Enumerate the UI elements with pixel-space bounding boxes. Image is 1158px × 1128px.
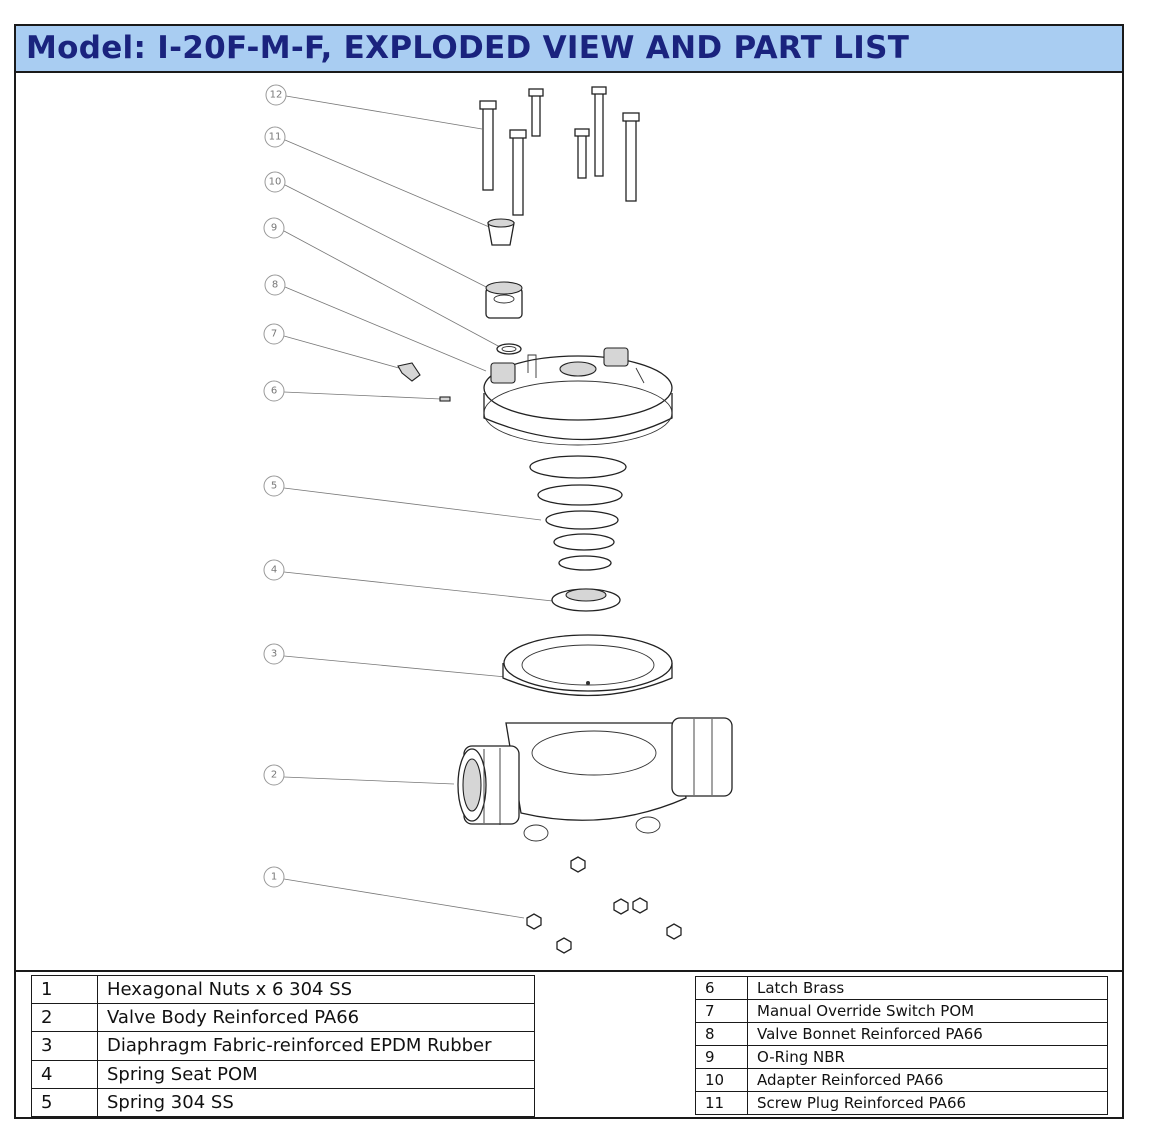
callout-9: 9 xyxy=(263,217,501,348)
callout-3-label: 3 xyxy=(271,649,277,660)
callout-11-label: 11 xyxy=(269,132,282,143)
callout-3: 3 xyxy=(263,643,507,678)
callout-4: 4 xyxy=(263,559,563,603)
callout-11: 11 xyxy=(264,126,495,230)
callout-12: 12 xyxy=(265,84,483,130)
part-description: Manual Override Switch POM xyxy=(747,999,1108,1023)
table-row: 10 Adapter Reinforced PA66 xyxy=(695,1068,1108,1092)
part-description: Hexagonal Nuts x 6 304 SS xyxy=(97,974,535,1005)
screw-plug-part-11 xyxy=(487,218,515,246)
valve-body-part-2 xyxy=(457,717,733,842)
part-number: 4 xyxy=(31,1059,98,1089)
part-description: Adapter Reinforced PA66 xyxy=(747,1068,1108,1092)
table-row: 8 Valve Bonnet Reinforced PA66 xyxy=(695,1022,1108,1046)
o-ring-part-9 xyxy=(496,343,522,355)
part-number: 1 xyxy=(31,974,98,1005)
table-row: 3 Diaphragm Fabric-reinforced EPDM Rubbe… xyxy=(31,1031,535,1061)
part-number: 6 xyxy=(695,976,748,1000)
part-description: Screw Plug Reinforced PA66 xyxy=(747,1091,1108,1115)
part-description: Spring 304 SS xyxy=(97,1087,535,1117)
part-description: O-Ring NBR xyxy=(747,1045,1108,1069)
part-number: 7 xyxy=(695,999,748,1023)
manual-override-switch-part-7 xyxy=(397,362,421,382)
hexagonal-nuts-part-1 xyxy=(526,856,682,954)
part-description: Valve Bonnet Reinforced PA66 xyxy=(747,1022,1108,1046)
table-row: 6 Latch Brass xyxy=(695,976,1108,1000)
table-row: 7 Manual Override Switch POM xyxy=(695,999,1108,1023)
part-description: Diaphragm Fabric-reinforced EPDM Rubber xyxy=(97,1031,535,1061)
exploded-view-drawing: 12 11 xyxy=(16,73,1122,970)
part-description: Latch Brass xyxy=(747,976,1108,1000)
part-number: 9 xyxy=(695,1045,748,1069)
callout-5: 5 xyxy=(263,475,542,521)
bolts-part-12 xyxy=(479,86,640,216)
latch-part-6 xyxy=(439,396,451,402)
part-description: Valve Body Reinforced PA66 xyxy=(97,1003,535,1033)
table-row: 11 Screw Plug Reinforced PA66 xyxy=(695,1091,1108,1115)
title-bar: Model: I-20F-M-F, EXPLODED VIEW AND PART… xyxy=(16,26,1122,73)
callout-1-label: 1 xyxy=(271,872,277,883)
spring-seat-part-4 xyxy=(551,588,621,612)
callout-6-label: 6 xyxy=(271,386,277,397)
part-number: 8 xyxy=(695,1022,748,1046)
callout-1: 1 xyxy=(263,866,525,919)
part-number: 3 xyxy=(31,1031,98,1061)
callout-8: 8 xyxy=(264,274,487,372)
callout-6: 6 xyxy=(263,380,442,402)
table-row: 5 Spring 304 SS xyxy=(31,1087,535,1117)
spring-part-5 xyxy=(529,455,627,571)
callout-8-label: 8 xyxy=(272,280,278,291)
part-description: Spring Seat POM xyxy=(97,1059,535,1089)
table-row: 9 O-Ring NBR xyxy=(695,1045,1108,1069)
section-divider xyxy=(16,970,1122,972)
table-row: 4 Spring Seat POM xyxy=(31,1059,535,1089)
callout-5-label: 5 xyxy=(271,481,277,492)
page-title: Model: I-20F-M-F, EXPLODED VIEW AND PART… xyxy=(26,30,910,66)
diaphragm-part-3 xyxy=(502,634,673,697)
part-number: 5 xyxy=(31,1087,98,1117)
valve-bonnet-part-8 xyxy=(483,347,673,446)
callout-2: 2 xyxy=(263,764,455,786)
table-row: 2 Valve Body Reinforced PA66 xyxy=(31,1003,535,1033)
callout-7-label: 7 xyxy=(271,329,277,340)
table-row: 1 Hexagonal Nuts x 6 304 SS xyxy=(31,974,535,1005)
callout-4-label: 4 xyxy=(271,565,277,576)
part-list-right: 6 Latch Brass 7 Manual Override Switch P… xyxy=(695,976,1108,1115)
callout-10-label: 10 xyxy=(269,177,282,188)
adapter-part-10 xyxy=(485,281,523,319)
callout-12-label: 12 xyxy=(270,90,283,101)
part-list-left: 1 Hexagonal Nuts x 6 304 SS 2 Valve Body… xyxy=(31,974,535,1117)
callout-9-label: 9 xyxy=(271,223,277,234)
callout-10: 10 xyxy=(264,171,503,296)
part-number: 11 xyxy=(695,1091,748,1115)
part-number: 10 xyxy=(695,1068,748,1092)
callout-7: 7 xyxy=(263,323,407,371)
page-frame: Model: I-20F-M-F, EXPLODED VIEW AND PART… xyxy=(14,24,1124,1119)
part-number: 2 xyxy=(31,1003,98,1033)
callout-2-label: 2 xyxy=(271,770,277,781)
